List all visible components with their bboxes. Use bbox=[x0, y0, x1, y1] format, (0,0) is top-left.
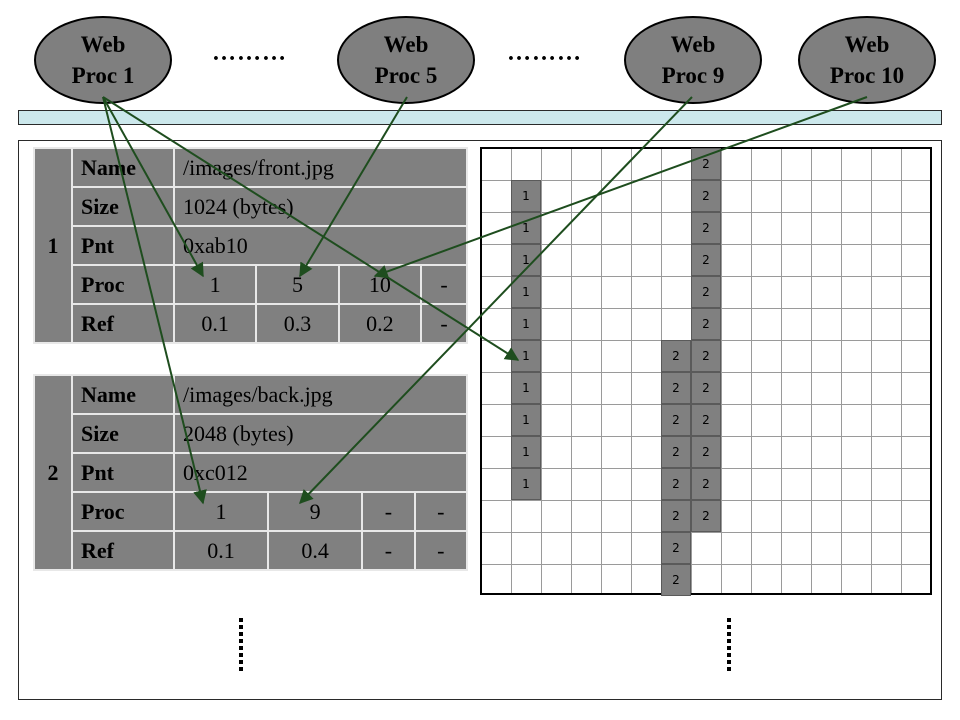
memory-block-cell: 1 bbox=[511, 244, 541, 276]
field-key: Proc bbox=[71, 491, 175, 532]
cache-entry-1: 1 Name /images/front.jpg Size 1024 (byte… bbox=[33, 147, 468, 344]
ellipsis-1: ……… bbox=[212, 40, 287, 66]
memory-block-cell: 2 bbox=[661, 468, 691, 500]
memory-block-cell: 1 bbox=[511, 436, 541, 468]
field-key: Ref bbox=[71, 303, 175, 344]
field-key: Pnt bbox=[71, 452, 175, 493]
field-value: 1024 (bytes) bbox=[173, 186, 468, 227]
field-key: Proc bbox=[71, 264, 175, 305]
memory-block-cell: 2 bbox=[661, 404, 691, 436]
node-label-line1: Web bbox=[80, 32, 126, 57]
ref-value: 0.4 bbox=[267, 530, 364, 571]
memory-block-cell: 1 bbox=[511, 468, 541, 500]
proc-value: - bbox=[413, 491, 469, 532]
ref-value: 0.3 bbox=[255, 303, 340, 344]
memory-block-cell: 2 bbox=[661, 436, 691, 468]
memory-block-cell: 2 bbox=[691, 404, 721, 436]
memory-block-cell: 2 bbox=[691, 372, 721, 404]
memory-block-cell: 1 bbox=[511, 372, 541, 404]
memory-block-cell: 1 bbox=[511, 212, 541, 244]
memory-block-cell: 1 bbox=[511, 340, 541, 372]
memory-block-cell: 2 bbox=[691, 308, 721, 340]
node-label-line2: Proc 5 bbox=[374, 63, 438, 88]
field-key: Ref bbox=[71, 530, 175, 571]
web-proc-5-node: Web Proc 5 bbox=[337, 16, 475, 104]
field-value: 0xc012 bbox=[173, 452, 468, 493]
web-proc-9-node: Web Proc 9 bbox=[624, 16, 762, 104]
proc-value: - bbox=[420, 264, 468, 305]
memory-block-cell: 1 bbox=[511, 276, 541, 308]
ref-value: - bbox=[420, 303, 468, 344]
memory-block-cell: 2 bbox=[691, 436, 721, 468]
shared-memory-bar bbox=[18, 110, 942, 125]
memory-block-cell: 2 bbox=[691, 180, 721, 212]
memory-block-cell: 1 bbox=[511, 308, 541, 340]
web-proc-1-node: Web Proc 1 bbox=[34, 16, 172, 104]
memory-block-cell: 2 bbox=[691, 500, 721, 532]
ref-value: 0.1 bbox=[172, 530, 270, 571]
field-value: /images/front.jpg bbox=[173, 147, 468, 188]
memory-block-cell: 1 bbox=[511, 404, 541, 436]
memory-block-cell: 2 bbox=[661, 500, 691, 532]
node-label-line1: Web bbox=[383, 32, 429, 57]
continuation-dots-right bbox=[727, 618, 733, 674]
proc-value: - bbox=[361, 491, 416, 532]
ref-value: 0.1 bbox=[172, 303, 258, 344]
memory-block-cell: 2 bbox=[691, 244, 721, 276]
ref-value: - bbox=[361, 530, 416, 571]
memory-block-cell: 2 bbox=[691, 148, 721, 180]
field-value: 0xab10 bbox=[173, 225, 468, 266]
proc-value: 10 bbox=[337, 264, 423, 305]
proc-value: 5 bbox=[255, 264, 340, 305]
proc-value: 1 bbox=[172, 264, 258, 305]
ref-value: - bbox=[413, 530, 469, 571]
proc-value: 1 bbox=[172, 491, 270, 532]
node-label-line2: Proc 1 bbox=[71, 63, 135, 88]
ref-value: 0.2 bbox=[337, 303, 423, 344]
node-label-line2: Proc 10 bbox=[829, 63, 905, 88]
memory-block-cell: 2 bbox=[661, 532, 691, 564]
memory-block-cell: 1 bbox=[511, 180, 541, 212]
memory-block-cell: 2 bbox=[691, 212, 721, 244]
web-proc-10-node: Web Proc 10 bbox=[798, 16, 936, 104]
field-key: Size bbox=[71, 186, 175, 227]
entry-index: 1 bbox=[33, 147, 73, 344]
cache-entry-2: 2 Name /images/back.jpg Size 2048 (bytes… bbox=[33, 374, 469, 571]
ellipsis-2: ……… bbox=[507, 40, 582, 66]
field-value: /images/back.jpg bbox=[173, 374, 468, 415]
field-key: Name bbox=[71, 374, 175, 415]
memory-block-cell: 2 bbox=[661, 372, 691, 404]
entry-index: 2 bbox=[33, 374, 73, 571]
field-value: 2048 (bytes) bbox=[173, 413, 468, 454]
memory-block-cell: 2 bbox=[691, 340, 721, 372]
field-key: Pnt bbox=[71, 225, 175, 266]
memory-block-cell: 2 bbox=[691, 468, 721, 500]
continuation-dots-left bbox=[239, 618, 245, 674]
memory-block-cell: 2 bbox=[661, 564, 691, 596]
field-key: Name bbox=[71, 147, 175, 188]
node-label-line2: Proc 9 bbox=[661, 63, 725, 88]
node-label-line1: Web bbox=[670, 32, 716, 57]
memory-block-cell: 2 bbox=[691, 276, 721, 308]
node-label-line1: Web bbox=[844, 32, 890, 57]
proc-value: 9 bbox=[267, 491, 364, 532]
field-key: Size bbox=[71, 413, 175, 454]
memory-block-cell: 2 bbox=[661, 340, 691, 372]
